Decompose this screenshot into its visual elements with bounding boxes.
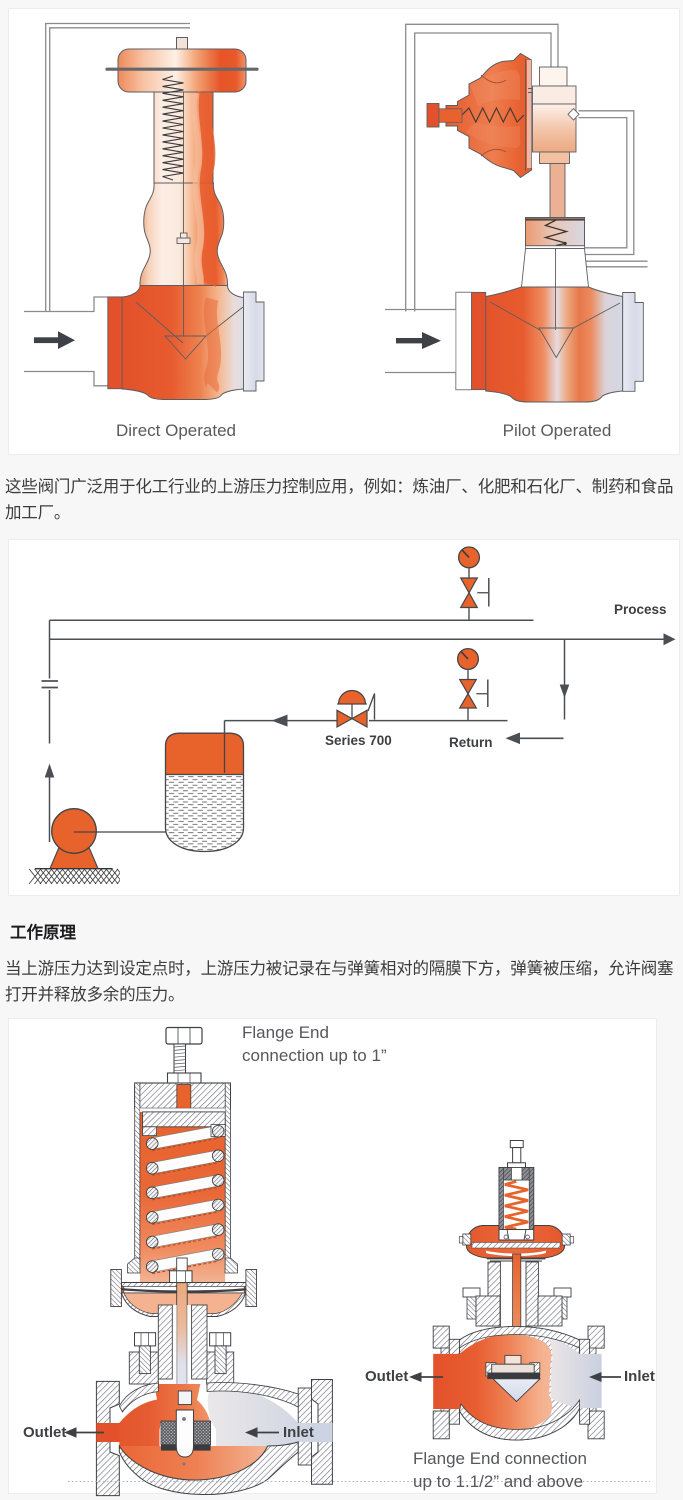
svg-text:Process: Process xyxy=(614,602,667,617)
svg-text:Series 700: Series 700 xyxy=(325,733,392,748)
svg-text:Return: Return xyxy=(449,735,493,750)
